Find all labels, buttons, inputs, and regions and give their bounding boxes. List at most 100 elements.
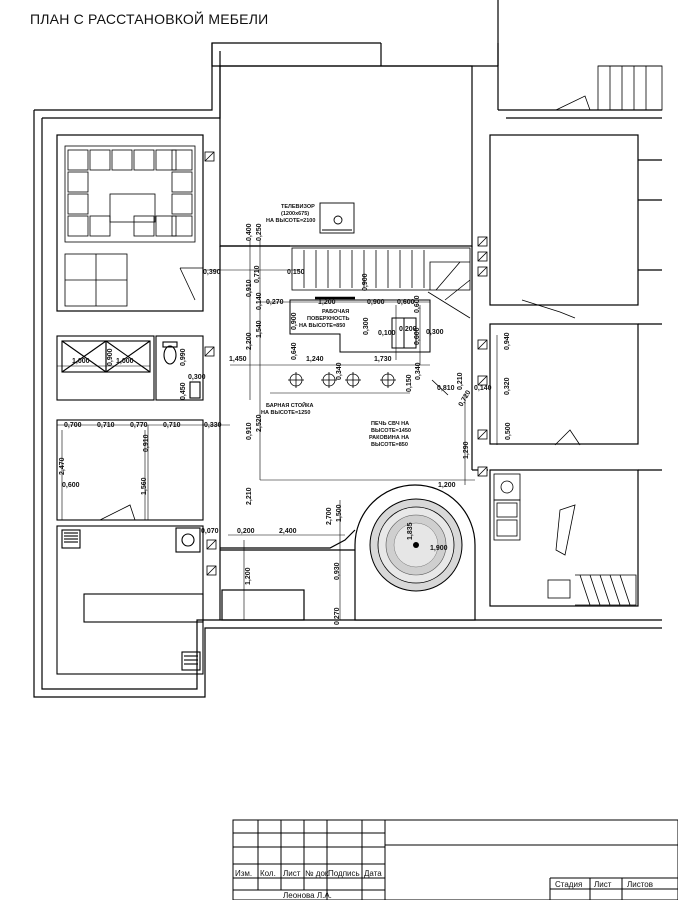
stamp-header: Изм. bbox=[235, 869, 252, 878]
dim-label: 0,400 bbox=[246, 223, 253, 241]
dim-label: 0,270 bbox=[266, 299, 284, 306]
note-work-line3: НА ВЫСОТЕ=850 bbox=[299, 323, 345, 329]
dim-label: 0,250 bbox=[256, 223, 263, 241]
stamp-sheet-header: Лист bbox=[594, 880, 612, 889]
dim-label: 1,240 bbox=[306, 356, 324, 363]
upper-room bbox=[219, 65, 473, 247]
dim-label: 1,835 bbox=[407, 522, 414, 540]
dim-label: 0,500 bbox=[505, 422, 512, 440]
bathrooms bbox=[56, 335, 204, 401]
dim-label: 1,200 bbox=[245, 567, 252, 585]
exterior-walls bbox=[33, 0, 662, 698]
dim-label: 0,940 bbox=[504, 332, 511, 350]
dim-label: 1,500 bbox=[336, 504, 343, 522]
dim-label: 1,900 bbox=[430, 545, 448, 552]
dim-label: 0,600 bbox=[397, 299, 415, 306]
dim-label: 0,810 bbox=[437, 385, 455, 392]
living-room bbox=[56, 134, 204, 312]
dim-label: 1,000 bbox=[72, 358, 90, 365]
dim-label: 2,700 bbox=[326, 507, 333, 525]
sofa-set bbox=[64, 145, 196, 307]
dim-label: 1,540 bbox=[256, 320, 263, 338]
dim-label: 2,470 bbox=[59, 457, 66, 475]
dim-label: 0,340 bbox=[415, 362, 422, 380]
dim-label: 1,730 bbox=[374, 356, 392, 363]
stamp-author: Леонова Л.А. bbox=[283, 891, 332, 900]
dim-label: 2,400 bbox=[279, 528, 297, 535]
dim-label: 0,720 bbox=[458, 389, 473, 408]
dim-label: 1,200 bbox=[318, 299, 336, 306]
dim-label: 0,390 bbox=[203, 269, 221, 276]
dim-label: 0,910 bbox=[246, 422, 253, 440]
dim-label: 2,200 bbox=[246, 332, 253, 350]
dim-label: 0,710 bbox=[254, 265, 261, 283]
dim-label: 0,900 bbox=[367, 299, 385, 306]
dim-label: 0,210 bbox=[457, 372, 464, 390]
kitchen-counter bbox=[289, 296, 431, 353]
note-tv-line1: ТЕЛЕВИЗОР bbox=[281, 204, 315, 210]
dim-label: 0,700 bbox=[64, 422, 82, 429]
dim-label: 0,640 bbox=[291, 342, 298, 360]
stamp-header: Кол. bbox=[260, 869, 276, 878]
hall-walls bbox=[220, 529, 356, 551]
note-bar-line2: НА ВЫСОТЕ=1250 bbox=[261, 410, 310, 416]
right-rooms bbox=[489, 134, 662, 607]
dim-label: 0,100 bbox=[378, 330, 396, 337]
dim-label: 0,930 bbox=[334, 562, 341, 580]
stair-outside bbox=[597, 65, 663, 111]
note-oven-line2: ВЫСОТЕ=1450 bbox=[371, 428, 411, 434]
dim-label: 2,210 bbox=[246, 487, 253, 505]
dim-label: 0,300 bbox=[426, 329, 444, 336]
drawing-title: ПЛАН С РАССТАНОВКОЙ МЕБЕЛИ bbox=[30, 11, 269, 27]
dim-label: 0,900 bbox=[362, 273, 369, 291]
dim-label: 0,200 bbox=[399, 326, 417, 333]
dimension-lines bbox=[57, 240, 498, 620]
title-block bbox=[232, 819, 678, 900]
dim-label: 0,330 bbox=[204, 422, 222, 429]
stamp-header: Подпись bbox=[328, 869, 360, 878]
note-bar-line1: БАРНАЯ СТОЙКА bbox=[266, 401, 313, 409]
stamp-stage-header: Стадия bbox=[555, 880, 582, 889]
dim-label: 1,200 bbox=[438, 482, 456, 489]
door-swings bbox=[99, 95, 591, 521]
lower-left-rooms bbox=[56, 419, 204, 675]
title-block-text: Изм. Кол. Лист № док Подпись Дата Леонов… bbox=[235, 869, 653, 900]
dim-label: 1,000 bbox=[116, 358, 134, 365]
dim-label: 1,290 bbox=[463, 441, 470, 459]
dim-label: 0,900 bbox=[291, 312, 298, 330]
dim-label: 0,910 bbox=[143, 434, 150, 452]
stamp-header: № док bbox=[305, 869, 329, 878]
dim-label: 0,140 bbox=[256, 292, 263, 310]
dim-label: 0,300 bbox=[363, 317, 370, 335]
note-oven-line3: РАКОВИНА НА bbox=[369, 435, 409, 441]
stamp-header: Лист bbox=[283, 869, 301, 878]
round-feature bbox=[354, 484, 476, 621]
dim-label: 0,600 bbox=[62, 482, 80, 489]
annotations: ТЕЛЕВИЗОР (1200x675) НА ВЫСОТЕ=2100 РАБО… bbox=[261, 204, 411, 448]
note-oven-line4: ВЫСОТЕ=850 bbox=[371, 442, 408, 448]
dim-label: 0,150 bbox=[287, 269, 305, 276]
dim-label: 0,710 bbox=[97, 422, 115, 429]
dim-label: 2,520 bbox=[256, 414, 263, 432]
dim-label: 0,070 bbox=[201, 528, 219, 535]
note-work-line2: ПОВЕРХНОСТЬ bbox=[307, 316, 349, 322]
dim-label: 0,200 bbox=[237, 528, 255, 535]
dim-label: 0,710 bbox=[163, 422, 181, 429]
note-tv-line2: (1200x675) bbox=[281, 211, 309, 217]
dim-label: 0,600 bbox=[414, 327, 421, 345]
bar-stools bbox=[288, 372, 396, 388]
dim-label: 1,560 bbox=[141, 477, 148, 495]
dim-label: 0,270 bbox=[334, 607, 341, 625]
window-marks bbox=[204, 151, 488, 576]
dim-label: 0,450 bbox=[180, 382, 187, 400]
dim-label: 0,140 bbox=[474, 385, 492, 392]
dim-label: 0,340 bbox=[336, 362, 343, 380]
dim-label: 0,320 bbox=[504, 377, 511, 395]
right-room-furniture bbox=[493, 473, 637, 606]
dim-label: 0,770 bbox=[130, 422, 148, 429]
dim-label: 0,300 bbox=[188, 374, 206, 381]
tv-unit bbox=[319, 202, 355, 234]
dimension-labels: 0,390 0,400 0,250 0,710 0,910 0,150 0,90… bbox=[59, 223, 512, 625]
dim-label: 0,600 bbox=[414, 295, 421, 313]
